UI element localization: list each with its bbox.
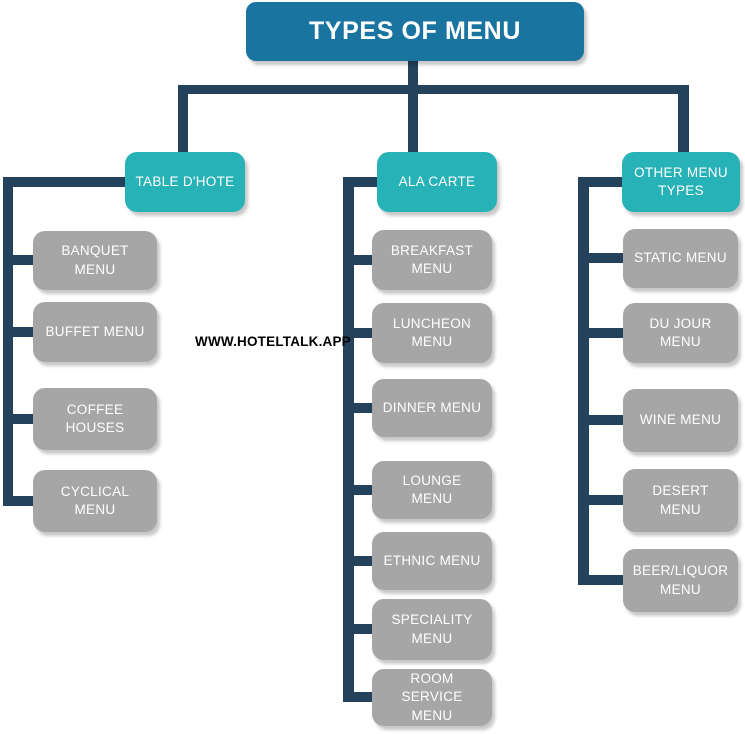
connector-right-stub xyxy=(578,575,623,585)
connector-mid-stub xyxy=(343,255,372,265)
connector-left-stub xyxy=(3,327,33,337)
connector-left-top-drop xyxy=(178,85,188,152)
node-du-jour-menu: DU JOUR MENU xyxy=(623,303,738,363)
connector-left-stub xyxy=(3,496,33,506)
node-speciality-menu: SPECIALITY MENU xyxy=(372,599,492,660)
connector-mid-stub xyxy=(343,485,372,495)
node-table-dhote: TABLE D'HOTE xyxy=(125,152,245,212)
connector-right-stub xyxy=(578,328,623,338)
connector-right-stub xyxy=(578,253,623,263)
connector-mid-stub xyxy=(343,556,372,566)
connector-top-horizontal xyxy=(178,85,689,94)
node-cyclical-menu: CYCLICAL MENU xyxy=(33,470,157,532)
connector-left-stub xyxy=(3,255,33,265)
node-room-service-menu: ROOM SERVICE MENU xyxy=(372,669,492,726)
node-wine-menu: WINE MENU xyxy=(623,389,738,452)
node-dinner-menu: DINNER MENU xyxy=(372,379,492,437)
node-luncheon-menu: LUNCHEON MENU xyxy=(372,303,492,363)
connector-right-stub xyxy=(578,495,623,505)
connector-root-drop xyxy=(408,61,418,152)
connector-left-stub xyxy=(3,414,33,424)
connector-mid-stub xyxy=(343,692,372,702)
connector-left-branch-h xyxy=(3,177,125,187)
connector-right-branch-h xyxy=(578,177,622,187)
node-coffee-houses: COFFEE HOUSES xyxy=(33,388,157,450)
connector-right-vertical xyxy=(578,177,589,585)
connector-right-stub xyxy=(578,415,623,425)
connector-mid-stub xyxy=(343,403,372,413)
node-beer-liquor-menu: BEER/LIQUOR MENU xyxy=(623,549,738,612)
node-buffet-menu: BUFFET MENU xyxy=(33,302,157,362)
connector-left-vertical xyxy=(3,177,13,506)
node-ethnic-menu: ETHNIC MENU xyxy=(372,532,492,590)
connector-mid-stub xyxy=(343,328,372,338)
node-ala-carte: ALA CARTE xyxy=(377,152,497,212)
node-banquet-menu: BANQUET MENU xyxy=(33,231,157,290)
connector-mid-vertical xyxy=(343,177,354,702)
watermark-text: WWW.HOTELTALK.APP xyxy=(195,334,351,349)
node-other-menu-types: OTHER MENU TYPES xyxy=(622,152,740,212)
connector-mid-branch-h xyxy=(343,177,377,187)
node-desert-menu: DESERT MENU xyxy=(623,469,738,532)
node-lounge-menu: LOUNGE MENU xyxy=(372,461,492,519)
connector-right-top-drop xyxy=(678,85,689,152)
node-types-of-menu: TYPES OF MENU xyxy=(246,2,584,61)
node-breakfast-menu: BREAKFAST MENU xyxy=(372,230,492,290)
connector-mid-stub xyxy=(343,624,372,634)
node-static-menu: STATIC MENU xyxy=(623,229,738,288)
